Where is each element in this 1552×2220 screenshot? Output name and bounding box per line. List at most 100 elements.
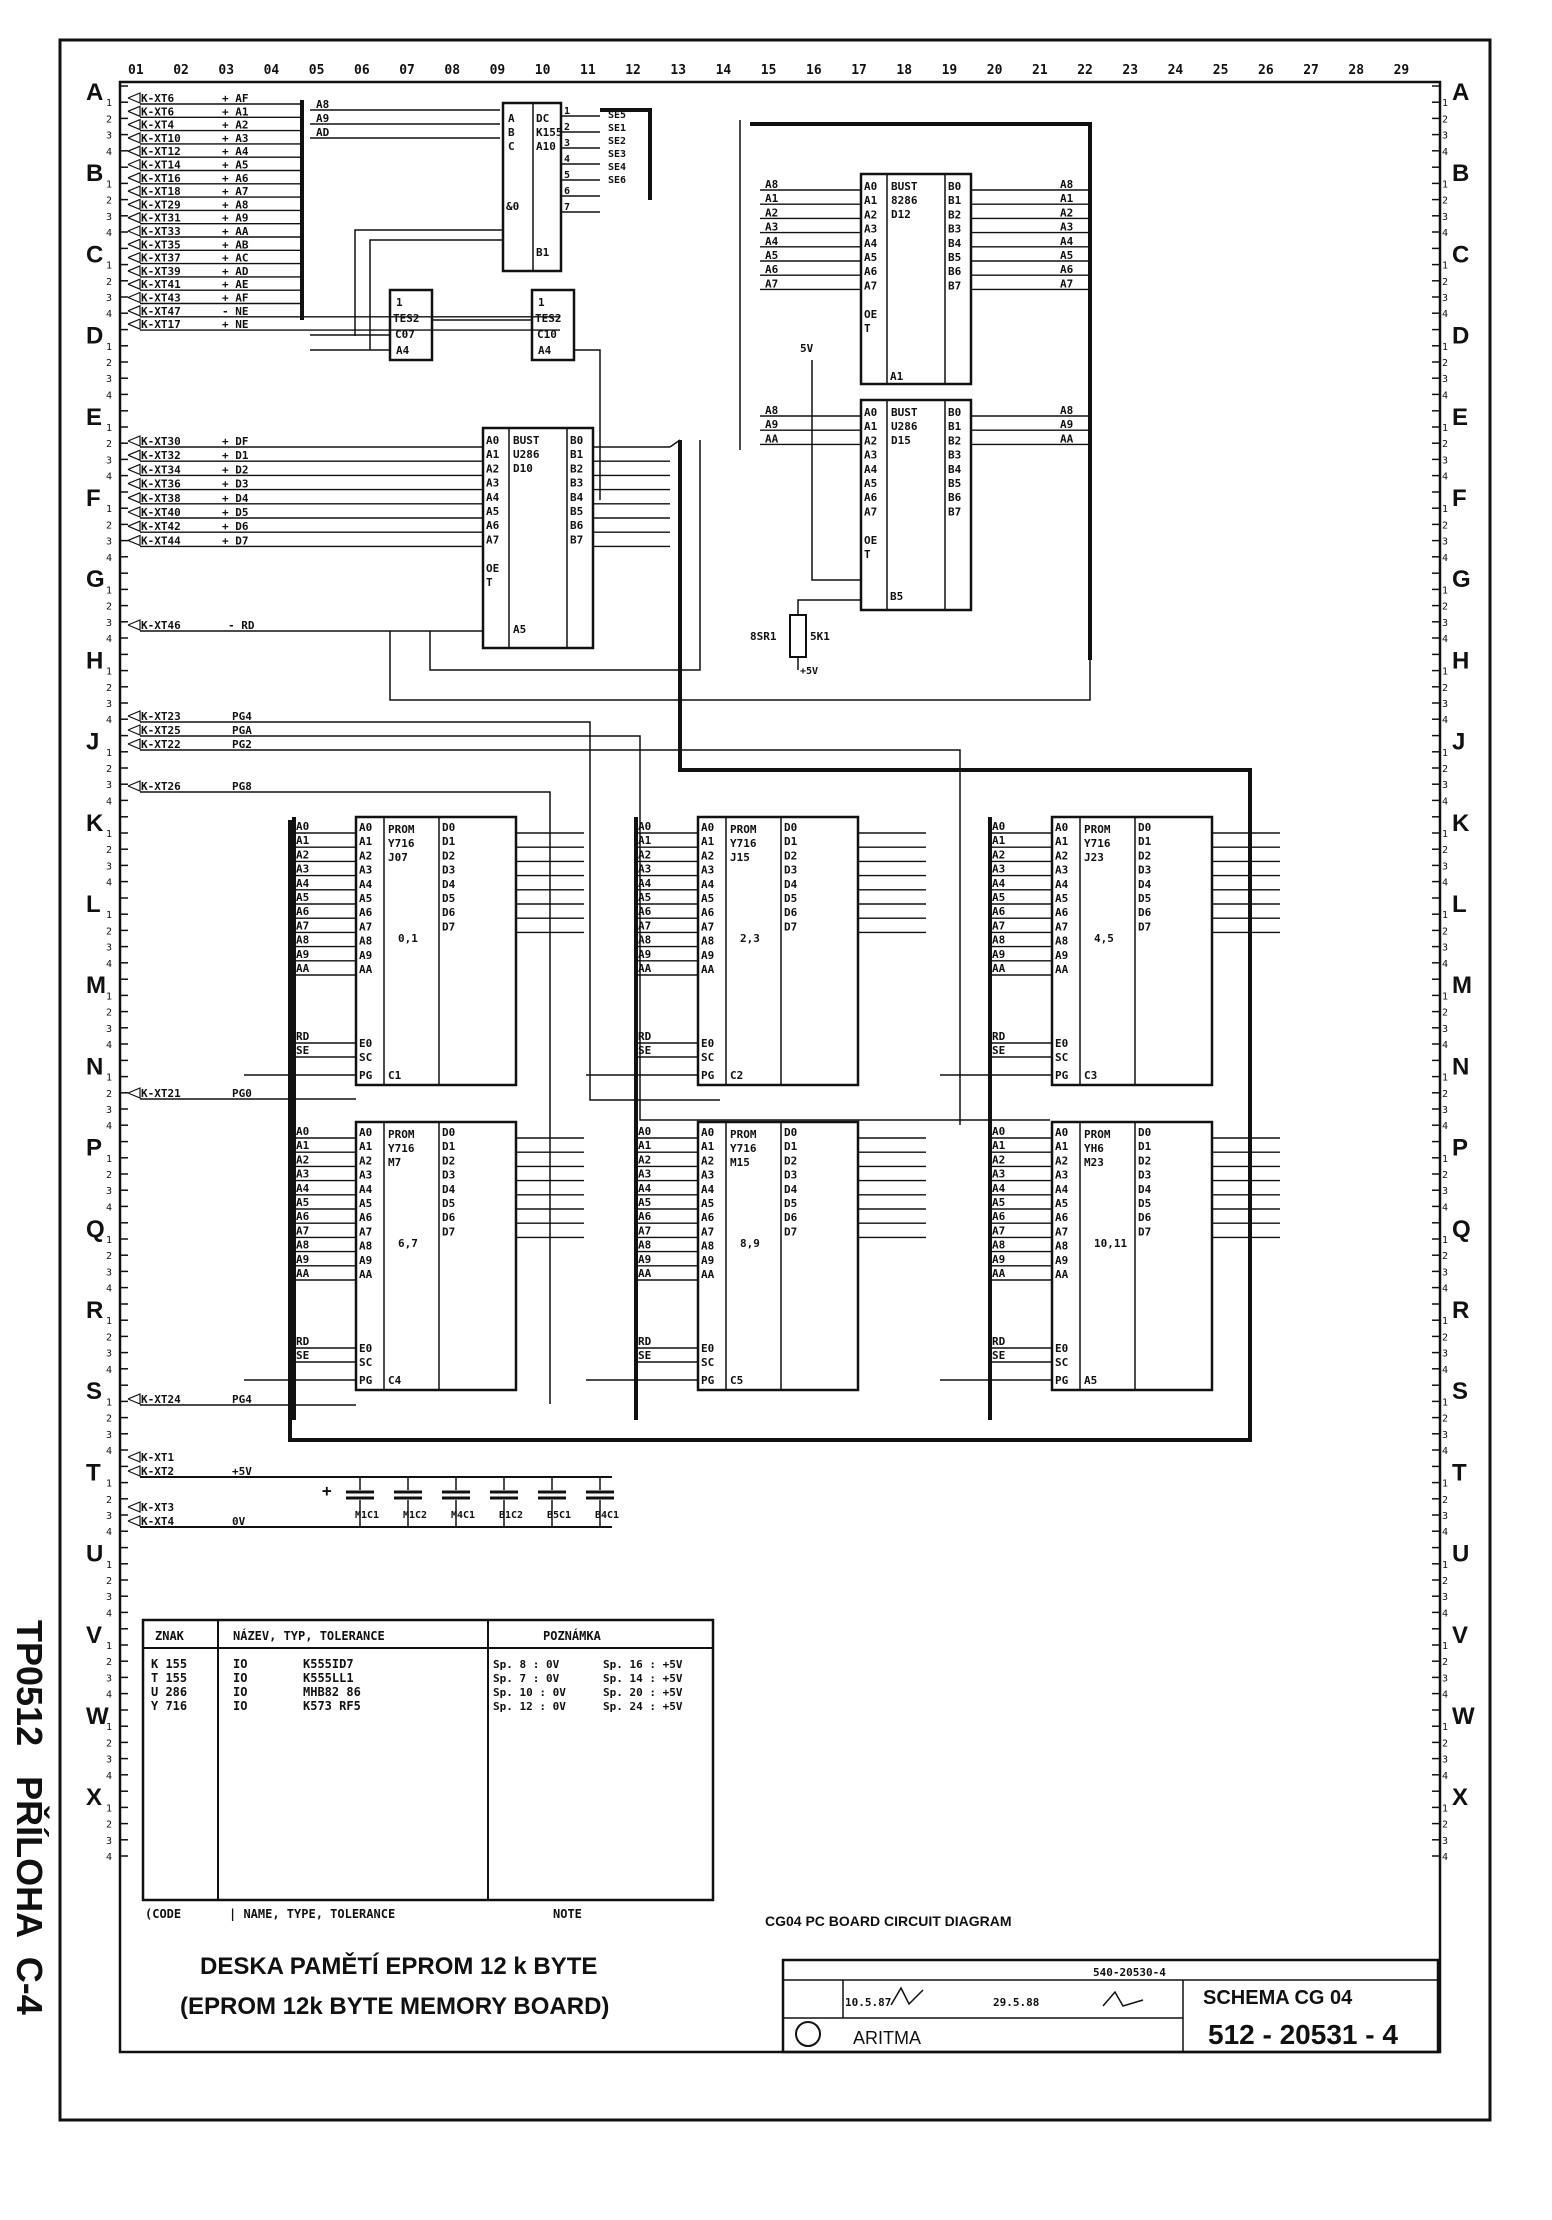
connector-signal-label: PG8: [232, 780, 252, 793]
chip-pin-label: B3: [570, 477, 583, 490]
connector-pin-label: K-XT23: [141, 710, 181, 723]
column-label: 09: [490, 63, 506, 78]
connector-pin-label: K-XT34: [141, 463, 181, 476]
prom-addr-pin: A7: [1055, 1225, 1068, 1238]
connector-pin-label: K-XT33: [141, 225, 181, 238]
tick-number: 4: [1442, 147, 1448, 158]
table-cell-type: K555ID7: [303, 1657, 354, 1671]
connector-signal-label: + AB: [222, 238, 249, 251]
tick-number: 3: [1442, 455, 1448, 466]
tick-number: 4: [1442, 1527, 1448, 1538]
tick-number: 3: [1442, 212, 1448, 223]
connector-signal-label: + NE: [222, 318, 249, 331]
row-label-right: S: [1452, 1378, 1468, 1405]
prom-pos: A5: [1084, 1374, 1097, 1387]
prom-bank-label: 6,7: [398, 1237, 418, 1250]
prom-addr-pin: A8: [359, 935, 372, 948]
prom-data-pin: D2: [784, 849, 797, 862]
connector-signal-label: PGA: [232, 724, 252, 737]
prom-addr-label: AA: [992, 962, 1006, 975]
tick-number: 1: [1442, 179, 1448, 190]
tick-number: 2: [1442, 1008, 1448, 1019]
prom-addr-label: A1: [992, 1139, 1006, 1152]
tick-number: 4: [106, 1771, 112, 1782]
prom-addr-label: AA: [296, 1267, 310, 1280]
tick-number: 1: [106, 423, 112, 434]
prom-pin: SC: [701, 1356, 714, 1369]
prom-addr-label: A1: [638, 834, 652, 847]
prom-data-pin: D4: [1138, 878, 1152, 891]
connector-arrow: [127, 185, 141, 198]
prom-addr-label: A7: [992, 919, 1005, 932]
prom-ref: M23: [1084, 1156, 1104, 1169]
prom-pos: C1: [388, 1069, 402, 1082]
tick-number: 4: [106, 1121, 112, 1132]
inner-frame: [118, 80, 1442, 2054]
row-label-right: E: [1452, 404, 1468, 431]
prom-data-pin: D0: [784, 1126, 797, 1139]
prom-chip-c5: [696, 1120, 860, 1392]
row-label-right: Q: [1452, 1216, 1471, 1243]
prom-pin: PG: [359, 1069, 373, 1082]
prom-addr-label: A3: [992, 863, 1005, 876]
tick-number: 2: [106, 1820, 112, 1831]
resistor-value: 5K1: [810, 630, 830, 643]
connector-arrow: [127, 506, 141, 518]
connector-pin-label: K-XT21: [141, 1087, 181, 1100]
prom-type: YH6: [1084, 1142, 1104, 1155]
connector-pin-label: K-XT36: [141, 478, 181, 491]
prom-name: PROM: [1084, 1128, 1111, 1141]
connector-arrow: [127, 304, 141, 317]
tick-number: 3: [106, 1267, 112, 1278]
prom-addr-label: A8: [638, 934, 651, 947]
table-footer: | NAME, TYPE, TOLERANCE: [229, 1907, 395, 1921]
prom-addr-pin: A3: [1055, 864, 1068, 877]
tick-number: 2: [1442, 683, 1448, 694]
connector-arrow: [127, 131, 141, 144]
decoder-chip: [501, 101, 563, 273]
tick-number: 2: [106, 764, 112, 775]
tick-number: 1: [1442, 1641, 1448, 1652]
wire-label: A7: [1060, 277, 1073, 290]
prom-addr-pin: A8: [359, 1240, 372, 1253]
side-title: TP0512 PŘÍLOHA C-4: [0, 1620, 290, 2015]
tick-number: 4: [106, 796, 112, 807]
prom-pin: E0: [1055, 1342, 1068, 1355]
prom-type: Y716: [730, 1142, 757, 1155]
chip-pin-label: B5: [948, 251, 961, 264]
connector-signal-label: + D3: [222, 478, 249, 491]
prom-bank-label: 10,11: [1094, 1237, 1127, 1250]
chip-pin-label: A5: [864, 251, 877, 264]
table-footer: NOTE: [553, 1907, 582, 1921]
wire: [369, 239, 503, 350]
chip-pos: A5: [513, 623, 526, 636]
connector-pin-label: K-XT1: [141, 1451, 174, 1464]
connector-pin-label: K-XT46: [141, 619, 181, 632]
column-label: 04: [264, 63, 280, 78]
wire-label: SE: [638, 1044, 651, 1057]
tick-number: 4: [106, 1527, 112, 1538]
tick-number: 2: [1442, 1414, 1448, 1425]
prom-addr-label: A4: [638, 877, 652, 890]
prom-addr-pin: A5: [701, 892, 714, 905]
prom-addr-pin: A4: [359, 1183, 373, 1196]
tick-number: 3: [1442, 1511, 1448, 1522]
tick-number: 1: [106, 261, 112, 272]
chip-pin-label: A3: [864, 223, 877, 236]
prom-data-pin: D0: [442, 1126, 455, 1139]
connector-pin-label: K-XT32: [141, 449, 181, 462]
table-note: Sp. 14 : +5V: [603, 1672, 683, 1685]
tick-number: 3: [1442, 293, 1448, 304]
connector-signal-label: + A1: [222, 105, 249, 118]
prom-addr-label: A1: [638, 1139, 652, 1152]
chip-pin-label: A1: [864, 420, 878, 433]
prom-addr-pin: A6: [701, 906, 715, 919]
tick-number: 2: [106, 114, 112, 125]
row-label-left: G: [86, 566, 105, 593]
prom-data-pin: D7: [1138, 920, 1151, 933]
prom-addr-pin: A5: [359, 1197, 372, 1210]
column-label: 16: [806, 63, 822, 78]
connector-pin-label: K-XT38: [141, 492, 181, 505]
row-label-right: U: [1452, 1541, 1469, 1568]
